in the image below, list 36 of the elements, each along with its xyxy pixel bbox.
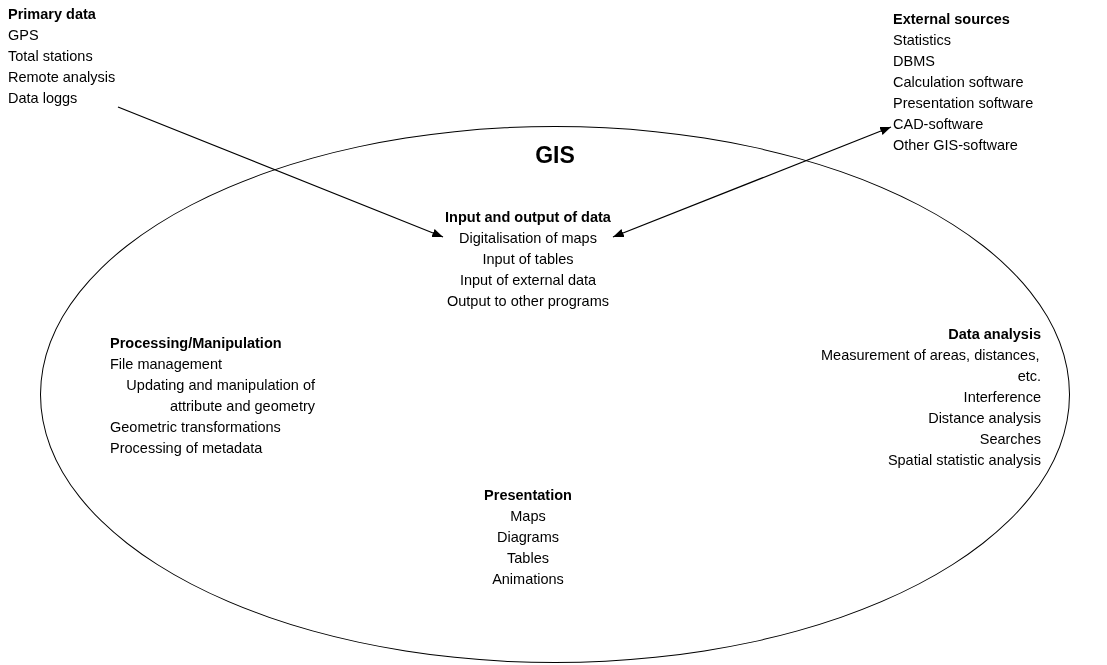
list-item: Maps	[509, 507, 547, 526]
list-item: Presentation software	[893, 94, 1034, 113]
list-item: Tables	[506, 549, 550, 568]
list-item: Output to other programs	[446, 292, 610, 311]
list-item: Calculation software	[893, 73, 1025, 92]
list-item: Digitalisation of maps	[458, 229, 598, 248]
list-item: Total stations	[8, 47, 94, 66]
title: GIS	[534, 145, 576, 166]
section-heading: Presentation	[483, 486, 573, 505]
list-item: DBMS	[893, 52, 936, 71]
list-item: Input of external data	[458, 271, 598, 290]
list-item: Measurement of areas, distances, etc.	[821, 346, 1041, 386]
list-item: Statistics	[893, 31, 952, 50]
list-item: Input of tables	[481, 250, 575, 269]
section-heading: Processing/Manipulation	[110, 334, 283, 353]
list-item: Processing of metadata	[110, 439, 264, 458]
list-item: GPS	[8, 26, 40, 45]
list-item: CAD-software	[893, 115, 985, 134]
section-heading: Input and output of data	[444, 208, 612, 227]
arrow	[612, 126, 892, 238]
list-item: Animations	[491, 570, 565, 589]
list-item: Searches	[978, 430, 1041, 449]
section-heading: Primary data	[8, 5, 97, 24]
list-item: Distance analysis	[927, 409, 1041, 428]
list-item: Spatial statistic analysis	[886, 451, 1041, 470]
section-heading: External sources	[893, 10, 1011, 29]
list-item: Diagrams	[495, 528, 560, 547]
list-item: File management	[110, 355, 224, 374]
list-item: Interference	[962, 388, 1041, 407]
list-item: Data loggs	[8, 89, 79, 108]
list-item: Remote analysis	[8, 68, 116, 87]
list-item: Geometric transformations	[110, 418, 282, 437]
section-heading: Data analysis	[947, 325, 1041, 344]
arrow	[117, 106, 444, 238]
list-item: Other GIS-software	[893, 136, 1019, 155]
list-item: Updating and manipulation of attribute and geometry	[125, 376, 315, 416]
